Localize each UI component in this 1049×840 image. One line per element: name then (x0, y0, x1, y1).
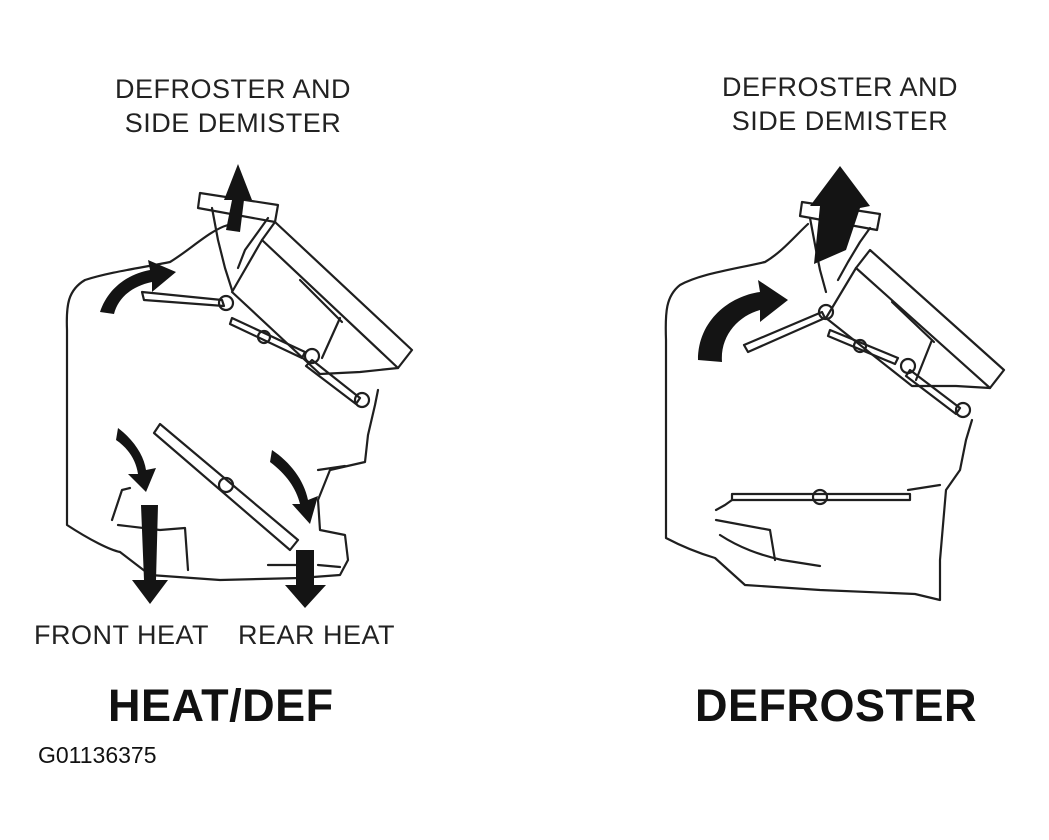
defroster-outlet-label-line2: SIDE DEMISTER (731, 106, 949, 136)
floor-door (152, 422, 300, 552)
lower-ledge (714, 483, 942, 562)
upper-door (140, 290, 226, 308)
mid-door (228, 316, 307, 360)
floor-door-pivot (217, 476, 235, 494)
arrow-defrost-outlet (224, 164, 252, 232)
arrow-front-down-curve (116, 428, 156, 492)
upper-duct (210, 206, 270, 292)
heat-def-mode-title: HEAT/DEF (108, 680, 334, 731)
arrow-front-heat (132, 505, 168, 604)
heat-def-outlet-label-line1: DEFROSTER AND (114, 74, 352, 104)
figure-code: G01136375 (38, 742, 157, 768)
arrow-rear-heat (285, 550, 326, 608)
arrow-rear-down-curve (270, 450, 318, 524)
lower-door (904, 368, 962, 416)
mid-door-pivot-2 (303, 347, 321, 365)
floor-door (730, 492, 912, 502)
rear-heat-label: REAR HEAT (238, 620, 396, 650)
heater-core (854, 248, 1006, 390)
heater-core-inner (230, 238, 400, 376)
heater-core-inner (824, 266, 992, 390)
arrow-main-curve (698, 280, 788, 362)
lower-door (304, 358, 362, 406)
core-divider (890, 300, 936, 382)
upper-door-pivot (217, 294, 235, 312)
right-ledge (316, 464, 347, 472)
mid-door-pivot (852, 338, 868, 354)
upper-door-pivot (817, 303, 835, 321)
defroster-duct-diagram (664, 166, 1006, 602)
housing-outline (65, 223, 380, 582)
lower-channel (718, 533, 822, 568)
core-divider (298, 278, 344, 360)
arrow-upper-left-curve (100, 260, 176, 314)
upper-door (742, 310, 827, 354)
heat-def-panel: DEFROSTER AND SIDE DEMISTER FRONT HEAT R… (0, 0, 520, 840)
defroster-outlet-label-line1: DEFROSTER AND (721, 72, 959, 102)
floor-door-pivot (811, 488, 829, 506)
lower-door-pivot (353, 391, 371, 409)
housing-outline (664, 222, 974, 602)
heater-core (260, 220, 414, 370)
mid-door (826, 328, 900, 366)
heat-def-duct-diagram (65, 164, 414, 608)
defroster-mode-title: DEFROSTER (695, 680, 978, 731)
lower-left-ledge (110, 486, 190, 572)
heat-def-outlet-label-line2: SIDE DEMISTER (124, 108, 342, 138)
mid-door-pivot (256, 329, 272, 345)
lower-door-pivot (954, 401, 972, 419)
arrow-defrost-outlet (810, 166, 870, 264)
defroster-panel: DEFROSTER AND SIDE DEMISTER DEFROSTER (520, 0, 1049, 840)
front-heat-label: FRONT HEAT (34, 620, 210, 650)
